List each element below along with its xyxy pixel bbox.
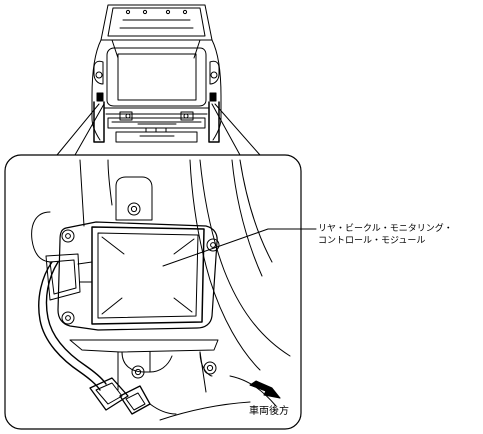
detail-frame [4,154,302,430]
callout-label-line-2: コントロール・モジュール [318,236,426,246]
vehicle-rear-direction-label: 車両後方 [249,406,289,417]
detail-view [31,159,291,421]
vehicle-rear-view [91,4,222,143]
zoom-leader-lines [56,103,261,156]
right-down-arrow-icon [249,380,281,399]
callout-label-line-1: リヤ・ビークル・モニタリング・ [318,224,453,234]
callout-leader-line [162,228,317,267]
